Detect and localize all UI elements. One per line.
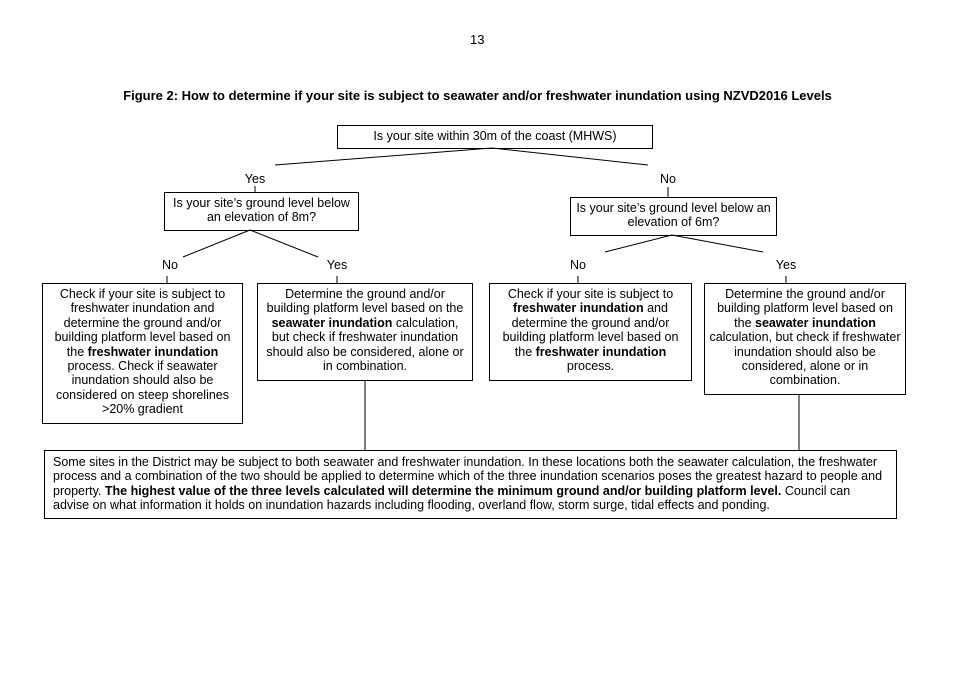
question-coast: Is your site within 30m of the coast (MH…	[337, 125, 653, 149]
text: process. Check if seawater inundation sh…	[55, 359, 230, 417]
question-text: Is your site’s ground level below an ele…	[173, 196, 350, 225]
text: process.	[566, 359, 615, 374]
bold-text: seawater inundation	[271, 315, 393, 330]
question-text: Is your site’s ground level below an ele…	[576, 201, 771, 230]
question-elevation-6m: Is your site’s ground level below an ele…	[570, 197, 777, 236]
text: and determine the ground and/or building…	[502, 301, 679, 359]
text: Check if your site is subject to freshwa…	[54, 287, 231, 359]
note-box: Some sites in the District may be subjec…	[44, 450, 897, 519]
bold-text: seawater inundation	[755, 315, 876, 330]
bold-text: freshwater inundation	[513, 301, 644, 316]
answer-no: No	[162, 258, 178, 272]
text: Some sites in the District may be subjec…	[53, 455, 883, 498]
page-number: 13	[470, 32, 485, 47]
bold-text: freshwater inundation	[535, 344, 667, 359]
answer-yes: Yes	[326, 258, 348, 272]
outcome-freshwater-coastal: Check if your site is subject to freshwa…	[42, 283, 243, 424]
bold-text: freshwater inundation	[87, 344, 219, 359]
question-elevation-8m: Is your site’s ground level below an ele…	[164, 192, 359, 231]
text: calculation, but check if freshwater inu…	[266, 315, 464, 374]
answer-no: No	[660, 172, 676, 186]
text: Determine the ground and/or building pla…	[717, 287, 893, 330]
text: calculation, but check if freshwater inu…	[709, 330, 901, 388]
answer-no: No	[570, 258, 586, 272]
question-text: Is your site within 30m of the coast (MH…	[373, 129, 617, 143]
outcome-seawater-coastal: Determine the ground and/or building pla…	[257, 283, 473, 381]
outcome-seawater-inland: Determine the ground and/or building pla…	[704, 283, 906, 395]
text: Council can advise on what information i…	[53, 483, 851, 513]
outcome-freshwater-inland: Check if your site is subject to freshwa…	[489, 283, 692, 381]
answer-yes: Yes	[775, 258, 797, 272]
figure-title: Figure 2: How to determine if your site …	[123, 88, 832, 103]
text: Determine the ground and/or building pla…	[266, 287, 464, 316]
bold-text: The highest value of the three levels ca…	[104, 483, 782, 498]
text: Check if your site is subject to	[507, 287, 674, 301]
answer-yes: Yes	[244, 172, 266, 186]
